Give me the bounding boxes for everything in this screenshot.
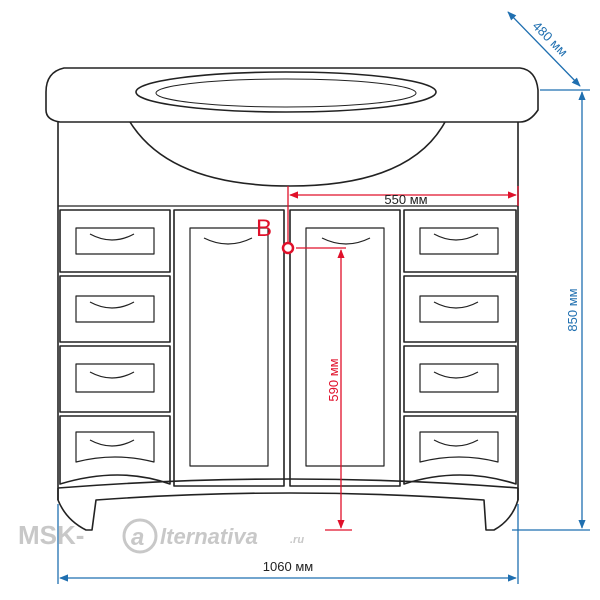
- watermark-right: lternativa: [160, 524, 258, 549]
- right-drawers: [403, 209, 517, 485]
- sink-basin: [135, 71, 437, 113]
- height-label: 850 мм: [565, 288, 580, 331]
- watermark-left: MSK-: [18, 520, 84, 550]
- outlet-height-label: 590 мм: [326, 358, 341, 401]
- countertop: [45, 67, 539, 123]
- offset-label: 550 мм: [384, 192, 427, 207]
- water-outlet-marker: [281, 241, 295, 255]
- depth-label: 480 мм: [530, 18, 571, 59]
- watermark: MSK- a lternativa .ru: [18, 518, 304, 554]
- watermark-logo-ring: [122, 518, 158, 554]
- water-outlet-dimensions: [287, 186, 519, 531]
- cabinet: [45, 67, 539, 531]
- watermark-suffix: .ru: [290, 534, 304, 546]
- left-drawers: [59, 209, 171, 485]
- dimension-lines: [57, 11, 590, 584]
- sink-bowl: [129, 121, 446, 187]
- plinth: [57, 478, 519, 531]
- doors: [173, 209, 401, 487]
- depth-dimension-line: [507, 11, 581, 87]
- width-label: 1060 мм: [263, 559, 313, 574]
- watermark-logo: a: [131, 524, 144, 551]
- water-outlet-letter: B: [256, 215, 272, 242]
- sink-basin-inner: [155, 78, 417, 108]
- cabinet-body: [57, 122, 519, 500]
